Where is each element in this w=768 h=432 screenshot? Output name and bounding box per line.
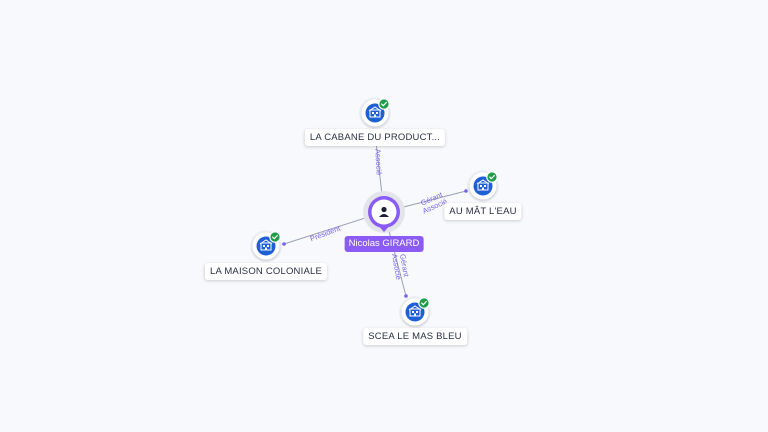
company-node-label[interactable]: SCEA LE MAS BLEU [363, 328, 467, 345]
company-node-label[interactable]: LA MAISON COLONIALE [204, 263, 328, 280]
building-icon [368, 106, 382, 118]
edge-arrow-icon [282, 242, 286, 246]
node-core [405, 302, 425, 322]
building-icon [259, 239, 273, 251]
node-core [365, 103, 385, 123]
person-node-label[interactable]: Nicolas GIRARD [344, 236, 424, 252]
person-node[interactable] [363, 191, 405, 233]
edge-label-group: Associé [373, 149, 383, 176]
building-icon [476, 179, 490, 191]
check-icon [378, 98, 390, 110]
edge-label: Associé [373, 149, 383, 176]
company-node[interactable] [399, 296, 431, 328]
edge-label: Gérant [398, 253, 411, 278]
edge-arrow-icon [404, 294, 408, 298]
edge-label: Associé [390, 253, 403, 280]
edge-label-group: Président [309, 223, 343, 243]
company-node-label[interactable]: LA CABANE DU PRODUCT... [304, 129, 446, 146]
company-node[interactable] [467, 170, 499, 202]
building-icon [408, 305, 422, 317]
company-node[interactable] [359, 97, 391, 129]
check-icon [486, 171, 498, 183]
node-core [473, 176, 493, 196]
edge-label: Président [309, 223, 343, 243]
company-node[interactable] [250, 230, 282, 262]
node-core [256, 236, 276, 256]
person-icon [379, 206, 389, 217]
company-node-label[interactable]: AU MÂT L'EAU [444, 203, 522, 220]
check-icon [269, 231, 281, 243]
check-icon [418, 297, 430, 309]
edge-arrow-icon [464, 189, 468, 193]
